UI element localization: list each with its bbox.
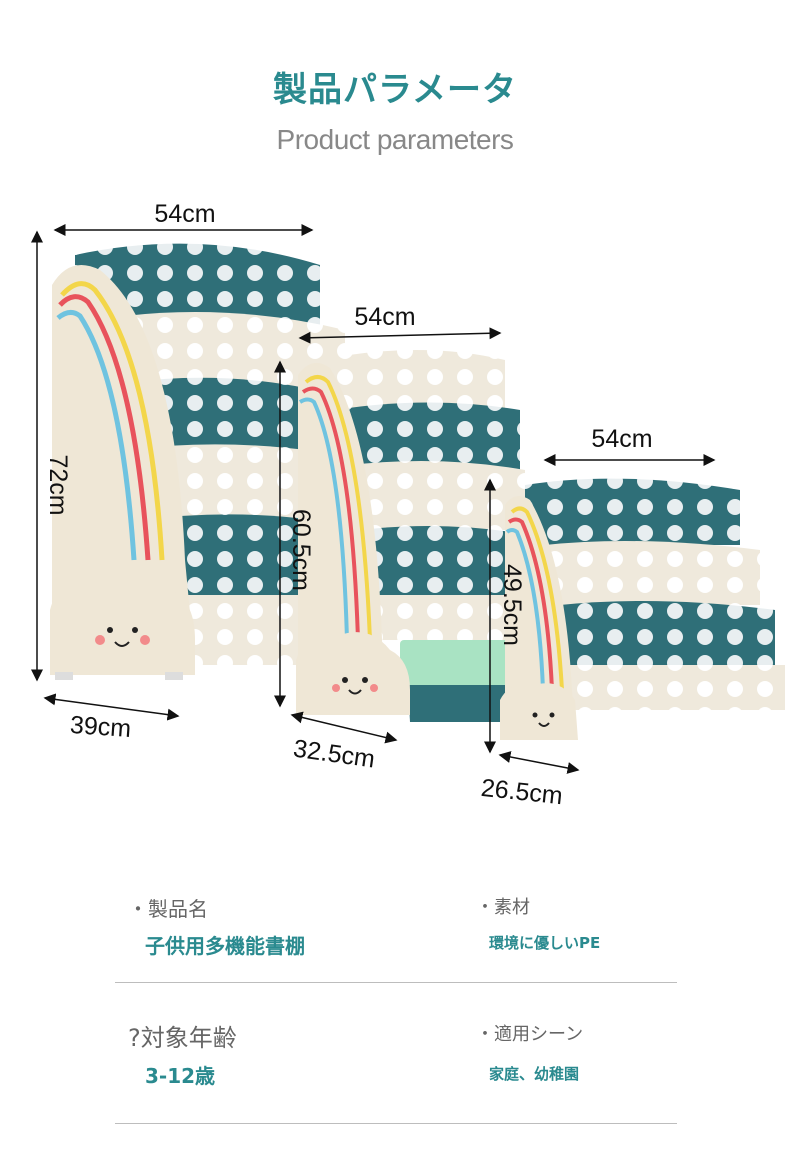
medium-bookshelf — [296, 350, 535, 722]
small-depth-label: 26.5cm — [480, 774, 564, 810]
medium-depth-label: 32.5cm — [292, 735, 377, 774]
usage-scene-label: ・適用シーン — [476, 1024, 584, 1045]
usage-scene-value: 家庭、幼稚園 — [489, 1065, 580, 1083]
large-width-label: 54cm — [154, 200, 215, 228]
medium-width-label: 54cm — [354, 303, 415, 331]
spec-divider-top — [115, 982, 677, 983]
product-name-label: ・製品名 — [128, 897, 208, 921]
spec-divider-bottom — [115, 1123, 677, 1124]
material-value: 環境に優しいPE — [489, 934, 601, 952]
medium-height-label: 60.5cm — [287, 509, 315, 591]
small-width-label: 54cm — [591, 425, 652, 453]
material-label: ・素材 — [476, 897, 530, 918]
small-bookshelf — [500, 478, 785, 740]
product-name-value: 子供用多機能書棚 — [145, 934, 305, 958]
target-age-value: 3-12歳 — [145, 1064, 216, 1088]
page-title: 製品パラメータ — [273, 70, 517, 110]
target-age-label: ?対象年齢 — [128, 1024, 237, 1052]
product-dimension-figure: 54cm 72cm 39cm 54cm 60.5cm 32.5cm 54cm 4… — [31, 200, 785, 810]
large-depth-label: 39cm — [69, 711, 132, 743]
large-height-label: 72cm — [44, 454, 72, 515]
small-height-label: 49.5cm — [498, 564, 526, 646]
page-subtitle: Product parameters — [276, 124, 514, 155]
